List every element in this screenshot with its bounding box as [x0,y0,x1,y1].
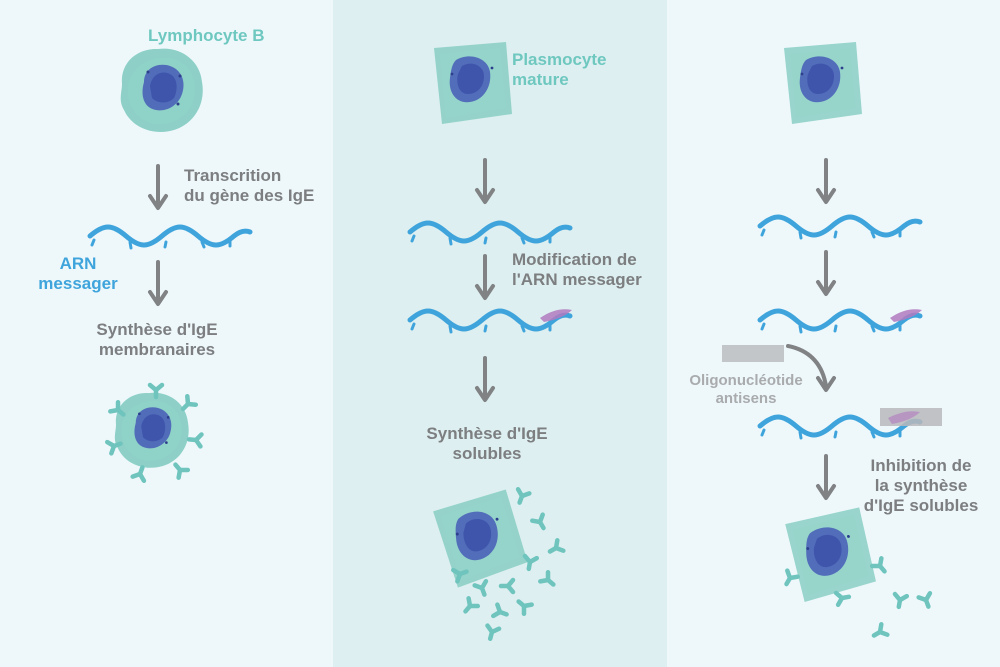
arrow-modification [816,250,836,296]
arrow-to-rna [816,158,836,204]
step-modification-line2: l'ARN messager [512,270,642,289]
plasmocyte-cell [784,42,862,124]
lymphocyte-with-membrane-ige [107,385,201,481]
antisense-oligo [722,345,784,362]
step-inhibition-line2: la synthèse [874,476,968,495]
antisense-label-line2: antisens [715,390,777,407]
arrow-inhibition [816,454,836,500]
plasmocyte-cell [434,42,512,124]
arrow-antisense-binding [786,344,828,388]
step-membrane-line1: Synthèse d'IgE [96,320,218,339]
plasmocyte-label-line1: Plasmocyte [512,50,607,69]
step-transcription-line1: Transcrition [184,166,282,185]
modified-rna-strand [410,309,572,332]
arrow-modification [475,254,495,300]
modified-rna-strand [760,309,922,332]
rna-strand [760,217,920,238]
step-soluble-line2: solubles [452,444,522,463]
plasmocyte-with-few-ige [781,506,934,640]
blocked-rna-strand [760,408,942,438]
step-soluble-line1: Synthèse d'IgE [426,424,548,443]
lymphocyte-b-cell [120,48,203,132]
lymphocyte-b-label: Lymphocyte B [148,26,265,45]
arrow-synthesis-soluble [475,356,495,402]
step-membrane-line2: membranaires [98,340,216,359]
arn-label-line1: ARN [59,254,97,273]
antisense-label-line1: Oligonucléotide [689,372,803,389]
arn-label-line2: messager [38,274,118,293]
arrow-to-rna [475,158,495,204]
step-modification-line1: Modification de [512,250,637,269]
arrow-transcription [148,164,168,210]
rna-strand [90,227,250,248]
plasmocyte-with-soluble-ige [431,488,564,640]
arrow-synthesis-membrane [148,260,168,306]
step-inhibition-line3: d'IgE solubles [863,496,979,515]
step-transcription-line2: du gène des IgE [184,186,315,205]
rna-strand [410,223,570,244]
plasmocyte-label-line2: mature [512,70,569,89]
step-inhibition-line1: Inhibition de [870,456,972,475]
